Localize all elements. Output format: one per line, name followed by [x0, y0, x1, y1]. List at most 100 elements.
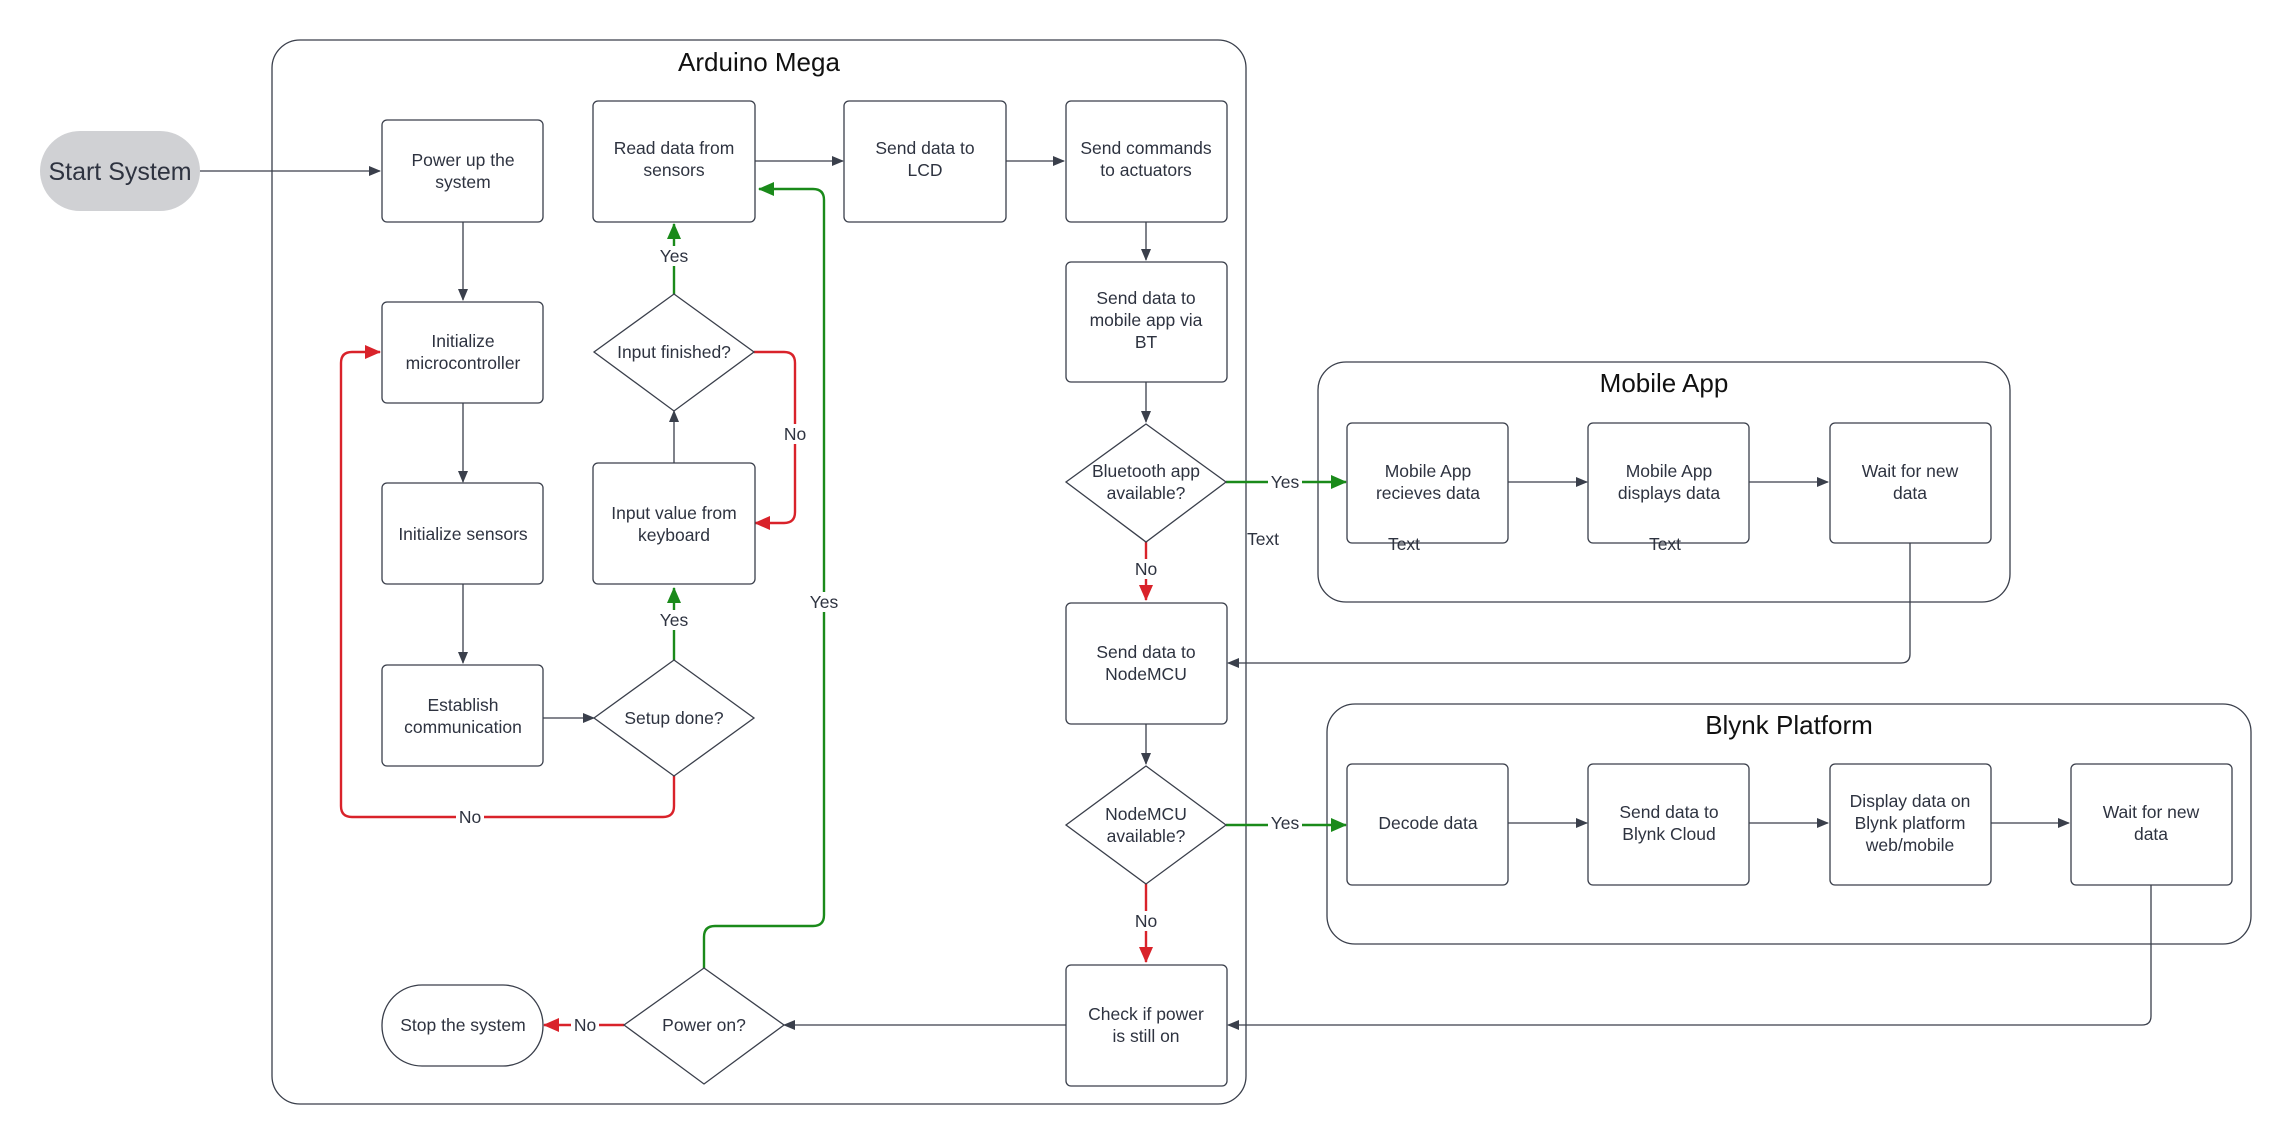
- arduino-group-title: Arduino Mega: [678, 47, 840, 77]
- svg-text:No: No: [1135, 559, 1157, 579]
- svg-text:Yes: Yes: [810, 592, 839, 612]
- send-bt-box: [1065, 261, 1228, 383]
- label-line: BT: [1135, 332, 1158, 352]
- mobile-app-group-title: Mobile App: [1600, 368, 1729, 398]
- label-line: to actuators: [1100, 160, 1192, 180]
- init-sensors-box: [381, 482, 544, 585]
- label-line: data: [1893, 483, 1927, 503]
- read-sensors-box: [592, 100, 756, 223]
- establish-box: [381, 664, 544, 767]
- start-system-label: Start System: [48, 158, 191, 186]
- edge-power-on-yes: [702, 182, 826, 968]
- label-line: mobile app via: [1090, 310, 1203, 330]
- input-finished-label: Input finished?: [617, 342, 731, 362]
- setup-done-diamond: [592, 659, 756, 777]
- input-finished-diamond: [592, 293, 756, 412]
- label-line: Initialize: [431, 331, 494, 351]
- label-line: Read data from: [614, 138, 735, 158]
- label-line: web/mobile: [1865, 835, 1955, 855]
- app-wait-box: [1829, 422, 1992, 544]
- label-line: Bluetooth app: [1092, 461, 1200, 481]
- label-line: NodeMCU: [1105, 664, 1187, 684]
- label-line: Wait for new: [2103, 802, 2200, 822]
- edge-label-setup-yes: Yes: [657, 610, 691, 630]
- label-line: Mobile App: [1385, 461, 1472, 481]
- power-on-diamond: [622, 967, 786, 1085]
- label-line: Input value from: [611, 503, 736, 523]
- edge-app-wait-to-send-nodemcu: [1227, 543, 1911, 668]
- blynk-group-title: Blynk Platform: [1705, 710, 1873, 740]
- label-line: Power up the: [411, 150, 514, 170]
- input-keyboard-box: [592, 462, 756, 585]
- nodemcu-available-diamond: [1064, 765, 1228, 885]
- label-line: microcontroller: [406, 353, 521, 373]
- stray-text-3: Text: [1649, 534, 1681, 554]
- decode-box: [1346, 763, 1509, 886]
- app-displays-box: [1587, 422, 1750, 544]
- start-system-terminal: [40, 131, 200, 211]
- edge-label-setup-no: No: [456, 807, 484, 827]
- label-line: sensors: [643, 160, 705, 180]
- label-line: displays data: [1618, 483, 1720, 503]
- init-mcu-box: [381, 301, 544, 404]
- label-line: Input finished?: [617, 342, 731, 362]
- power-up-box: [381, 119, 544, 223]
- label-line: Mobile App: [1626, 461, 1713, 481]
- label-line: Wait for new: [1862, 461, 1959, 481]
- edge-label-nodemcu-yes: Yes: [1268, 813, 1302, 833]
- label-line: available?: [1107, 826, 1186, 846]
- check-power-box: [1065, 964, 1228, 1087]
- label-line: Send data to: [875, 138, 974, 158]
- decode-label: Decode data: [1378, 813, 1478, 833]
- send-cloud-box: [1587, 763, 1750, 886]
- label-line: Initialize sensors: [398, 524, 528, 544]
- label-line: data: [2134, 824, 2168, 844]
- label-line: Establish: [427, 695, 498, 715]
- edge-label-power-yes: Yes: [807, 592, 841, 612]
- edge-label-bt-yes: Yes: [1268, 472, 1302, 492]
- svg-text:Yes: Yes: [660, 246, 689, 266]
- stray-text-1: Text: [1247, 529, 1279, 549]
- label-line: Display data on: [1850, 791, 1971, 811]
- svg-text:Yes: Yes: [1271, 472, 1300, 492]
- app-receives-box: [1346, 422, 1509, 544]
- label-line: communication: [404, 717, 522, 737]
- blynk-wait-box: [2070, 763, 2233, 886]
- svg-text:No: No: [1135, 911, 1157, 931]
- svg-text:No: No: [574, 1015, 596, 1035]
- label-line: Power on?: [662, 1015, 746, 1035]
- label-line: Send data to: [1096, 288, 1195, 308]
- label-line: Setup done?: [624, 708, 724, 728]
- label-line: Send commands: [1080, 138, 1212, 158]
- label-line: is still on: [1112, 1026, 1179, 1046]
- bt-available-diamond: [1064, 423, 1228, 543]
- stop-system-terminal: [381, 984, 544, 1067]
- send-nodemcu-box: [1065, 602, 1228, 725]
- svg-text:Yes: Yes: [660, 610, 689, 630]
- label-line: system: [435, 172, 490, 192]
- power-on-label: Power on?: [662, 1015, 746, 1035]
- label-line: Check if power: [1088, 1004, 1204, 1024]
- label-line: available?: [1107, 483, 1186, 503]
- label-line: Stop the system: [400, 1015, 525, 1035]
- send-lcd-box: [843, 100, 1007, 223]
- label-line: Send data to: [1096, 642, 1195, 662]
- stray-text-2: Text: [1388, 534, 1420, 554]
- edge-label-nodemcu-no: No: [1132, 911, 1160, 931]
- edge-label-bt-no: No: [1132, 559, 1160, 579]
- init-sensors-label: Initialize sensors: [398, 524, 528, 544]
- label-line: Blynk platform: [1855, 813, 1966, 833]
